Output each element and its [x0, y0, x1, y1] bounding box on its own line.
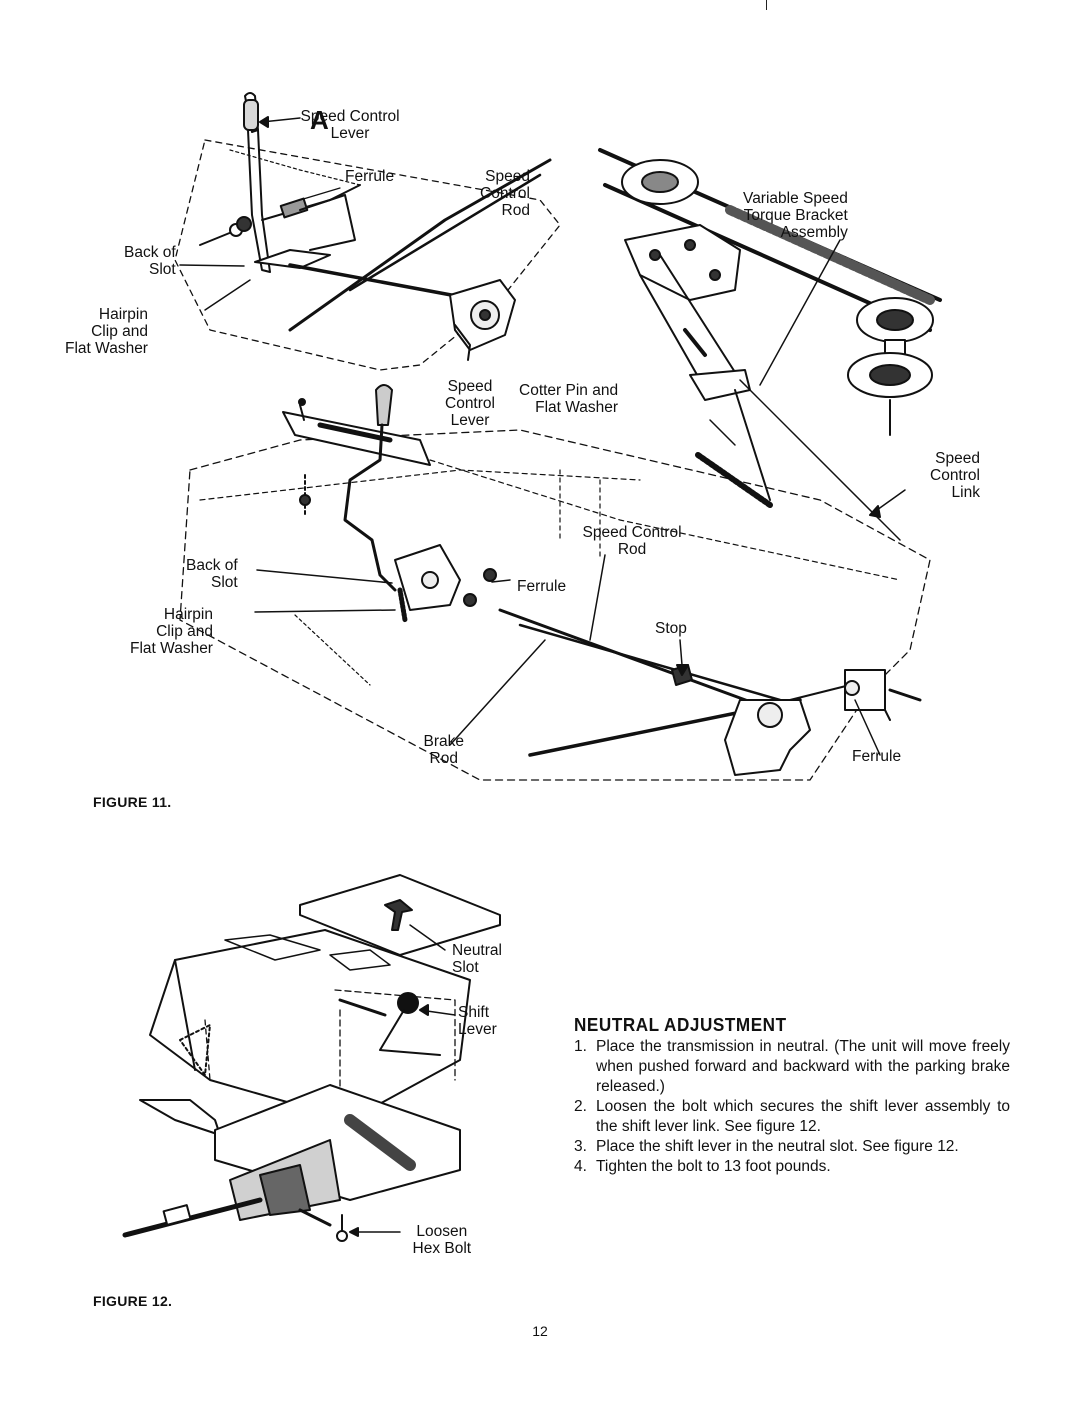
- instruction-step: 3. Place the shift lever in the neutral …: [574, 1137, 1010, 1157]
- label-loosen-hex-bolt: Loosen Hex Bolt: [412, 1223, 472, 1257]
- step-number: 3.: [574, 1138, 587, 1155]
- label-ferrule-bottom: Ferrule: [852, 748, 902, 765]
- label-hairpin-top: Hairpin Clip and Flat Washer: [65, 306, 148, 357]
- label-speed-control-lever-top: Speed Control Lever: [300, 108, 400, 142]
- step-text: Tighten the bolt to 13 foot pounds.: [596, 1158, 831, 1175]
- instruction-step: 4. Tighten the bolt to 13 foot pounds.: [574, 1157, 1010, 1177]
- step-text: Place the shift lever in the neutral slo…: [596, 1138, 959, 1155]
- label-speed-control-lever-mid: Speed Control Lever: [445, 378, 495, 429]
- figure12-caption: FIGURE 12.: [93, 1293, 173, 1309]
- instruction-list: 1. Place the transmission in neutral. (T…: [574, 1037, 1010, 1177]
- label-variable-speed-bracket: Variable Speed Torque Bracket Assembly: [743, 190, 848, 241]
- crop-mark: [766, 0, 767, 10]
- label-back-of-slot-mid: Back of Slot: [186, 557, 238, 591]
- figure11-caption: FIGURE 11.: [93, 794, 172, 810]
- step-number: 1.: [574, 1038, 587, 1055]
- figure11-main-assembly: [179, 384, 931, 781]
- label-shift-lever: Shift Lever: [458, 1004, 497, 1038]
- label-back-of-slot-top: Back of Slot: [124, 244, 176, 278]
- instruction-step: 1. Place the transmission in neutral. (T…: [574, 1037, 1010, 1097]
- label-ferrule-top: Ferrule: [345, 168, 395, 185]
- page-number: 12: [532, 1323, 548, 1339]
- step-text: Place the transmission in neutral. (The …: [596, 1038, 1010, 1095]
- figure11-torque-bracket: [598, 148, 942, 541]
- label-ferrule-mid: Ferrule: [517, 578, 567, 595]
- step-number: 4.: [574, 1158, 587, 1175]
- inset-letter-a: A: [310, 105, 329, 135]
- label-cotter-pin: Cotter Pin and Flat Washer: [519, 382, 619, 416]
- instruction-step: 2. Loosen the bolt which secures the shi…: [574, 1097, 1010, 1137]
- section-heading: NEUTRAL ADJUSTMENT: [574, 1015, 787, 1035]
- label-stop: Stop: [655, 620, 687, 637]
- label-hairpin-mid: Hairpin Clip and Flat Washer: [130, 606, 213, 657]
- figure11-inset-a: [174, 92, 561, 371]
- label-speed-control-rod-mid: Speed Control Rod: [582, 524, 682, 558]
- step-text: Loosen the bolt which secures the shift …: [596, 1098, 1010, 1135]
- label-neutral-slot: Neutral Slot: [452, 942, 502, 976]
- figure12-drawing: [122, 874, 501, 1242]
- label-brake-rod: Brake Rod: [423, 733, 465, 767]
- step-number: 2.: [574, 1098, 587, 1115]
- label-speed-control-rod-top: Speed Control Rod: [480, 168, 530, 219]
- label-speed-control-link: Speed Control Link: [930, 450, 980, 501]
